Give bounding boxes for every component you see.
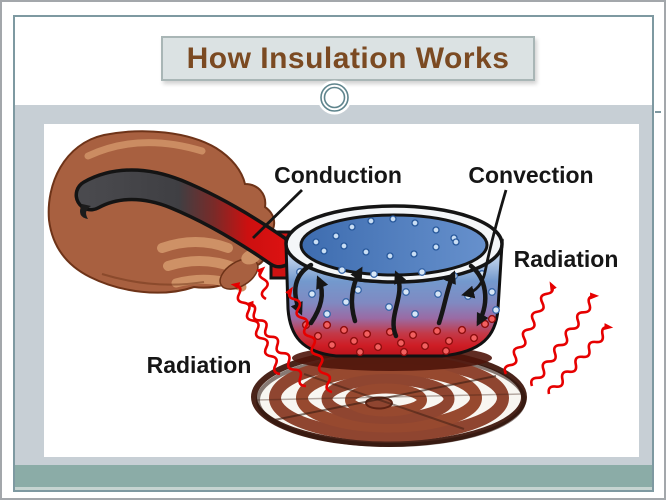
page-title: How Insulation Works (186, 41, 510, 75)
label-convection: Convection (468, 162, 593, 188)
radiation-waves-right (503, 281, 614, 395)
convection-arrows (290, 262, 489, 339)
pot-body (284, 204, 504, 358)
illustration-panel: Conduction Convection Radiation Radiatio… (44, 124, 639, 457)
convection-leader-line (461, 189, 508, 299)
footer-bar (15, 465, 652, 490)
conduction-leader-line (252, 188, 303, 240)
radiation-waves-left (230, 266, 333, 394)
pot-handle (74, 168, 296, 280)
water-bubbles (312, 215, 460, 260)
insulation-diagram: Conduction Convection Radiation Radiatio… (47, 130, 619, 447)
label-radiation-right: Radiation (514, 246, 619, 272)
label-conduction: Conduction (274, 162, 402, 188)
title-box: How Insulation Works (161, 36, 535, 81)
ornament-circle-icon (317, 80, 352, 115)
water-surface (299, 213, 489, 277)
body-bubbles-hot (301, 314, 497, 357)
label-radiation-left: Radiation (147, 352, 252, 378)
